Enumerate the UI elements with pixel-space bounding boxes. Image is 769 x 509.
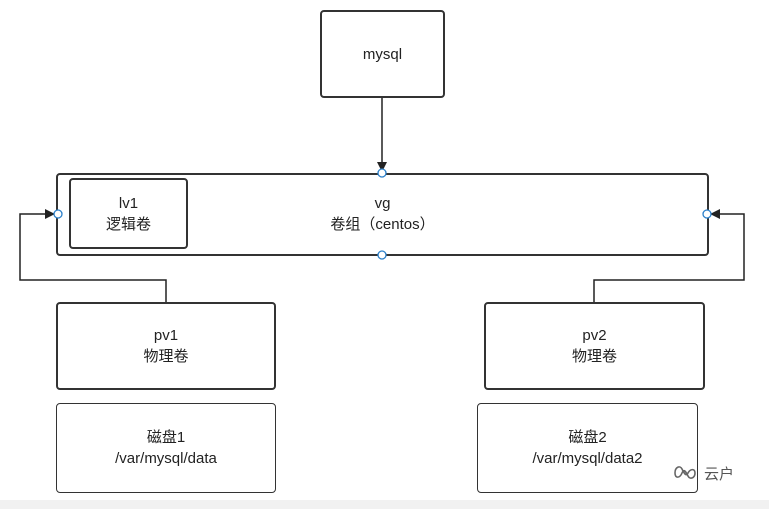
disk2-title: 磁盘2 xyxy=(568,429,607,446)
mysql-label: mysql xyxy=(362,45,403,63)
lv1-node: lv1 逻辑卷 xyxy=(69,178,188,249)
pv1-node: pv1 物理卷 xyxy=(56,302,276,390)
bottom-strip xyxy=(0,500,769,509)
wechat-channel-icon xyxy=(674,466,696,479)
pv1-title: pv1 xyxy=(153,327,179,344)
disk2-node: 磁盘2 /var/mysql/data2 xyxy=(477,403,698,493)
edge-pv2-vg xyxy=(593,209,745,302)
pv2-title: pv2 xyxy=(582,327,607,344)
disk2-path: /var/mysql/data2 xyxy=(532,450,643,467)
lv1-subtitle: 逻辑卷 xyxy=(105,215,151,233)
vg-title: vg xyxy=(374,195,391,212)
pv1-subtitle: 物理卷 xyxy=(143,348,189,365)
disk1-title: 磁盘1 xyxy=(146,429,186,446)
vg-text: vg 卷组（centos） xyxy=(58,193,707,235)
disk1-node: 磁盘1 /var/mysql/data xyxy=(56,403,276,493)
lv1-title: lv1 xyxy=(118,194,139,212)
watermark-text: 云户 xyxy=(704,465,735,483)
vg-node: vg 卷组（centos） lv1 逻辑卷 xyxy=(56,173,709,256)
pv2-subtitle: 物理卷 xyxy=(571,348,617,365)
mysql-node: mysql xyxy=(320,10,445,98)
edge-pv1-vg xyxy=(19,209,167,302)
watermark: 云户 xyxy=(672,462,734,484)
pv2-node: pv2 物理卷 xyxy=(484,302,705,390)
vg-subtitle: 卷组（centos） xyxy=(330,216,435,233)
disk1-path: /var/mysql/data xyxy=(115,450,217,467)
